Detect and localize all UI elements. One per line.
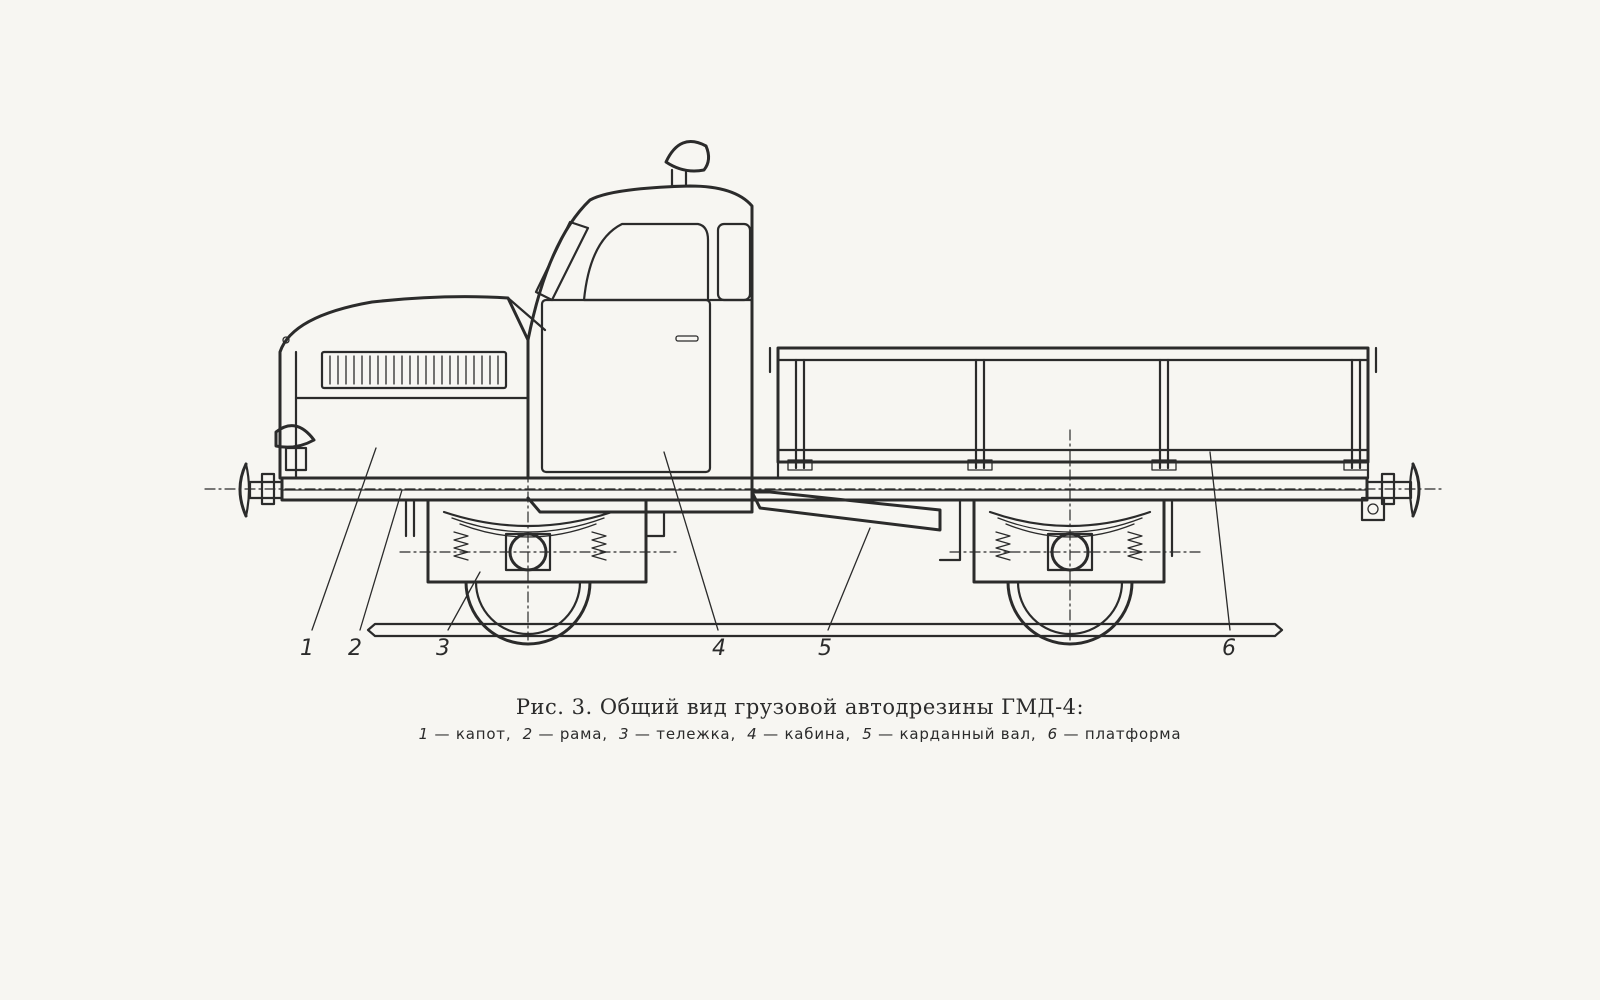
caption-legend: 1 — капот, 2 — рама, 3 — тележка, 4 — ка…	[0, 725, 1600, 743]
callout-1: 1	[300, 636, 314, 661]
front-buffer	[238, 462, 284, 518]
callout-3: 3	[436, 636, 450, 661]
front-bogie	[399, 451, 681, 646]
legend-item: 4 — кабина,	[747, 725, 852, 743]
legend-item: 1 — капот,	[418, 725, 512, 743]
headlamp-icon	[274, 424, 316, 472]
callout-2: 2	[348, 636, 362, 661]
callout-5: 5	[818, 636, 832, 661]
leader-lines	[311, 447, 1231, 631]
hood-louvers	[320, 350, 508, 390]
hood	[274, 295, 547, 480]
legend-item: 2 — рама,	[522, 725, 608, 743]
callout-6: 6	[1222, 636, 1236, 661]
callout-4: 4	[712, 636, 726, 661]
legend-item: 3 — тележка,	[619, 725, 737, 743]
roof-lamp-icon	[664, 140, 711, 188]
cargo-platform	[768, 346, 1378, 480]
legend-item: 5 — карданный вал,	[862, 725, 1037, 743]
figure-caption: Рис. 3. Общий вид грузовой автодрезины Г…	[0, 695, 1600, 743]
legend-item: 6 — платформа	[1047, 725, 1182, 743]
cardan-shaft	[750, 490, 962, 562]
caption-title: Рис. 3. Общий вид грузовой автодрезины Г…	[515, 695, 1085, 719]
rear-bogie	[949, 429, 1201, 646]
cabin	[526, 140, 754, 514]
rear-buffer	[1360, 462, 1421, 522]
rail	[366, 622, 1284, 638]
